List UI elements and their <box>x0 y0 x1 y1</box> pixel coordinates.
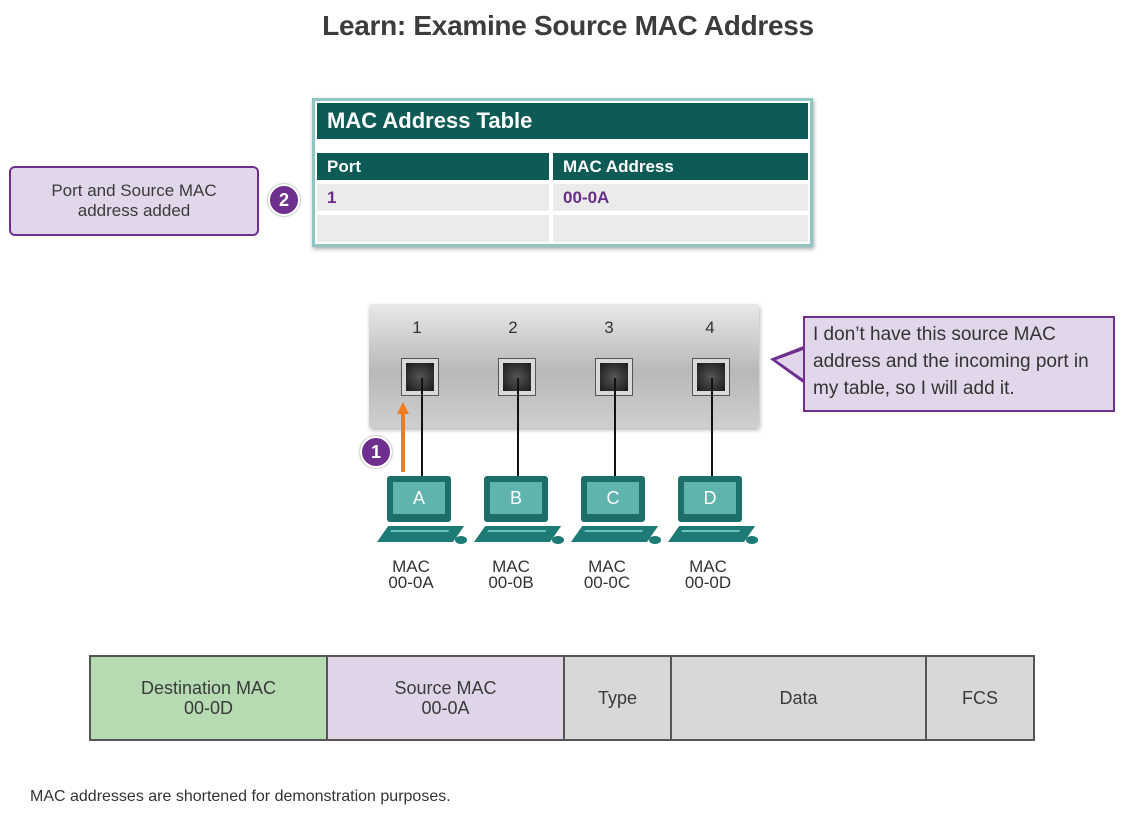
callout-table-update: Port and Source MAC address added <box>9 166 259 236</box>
frame-field-type: Type <box>563 655 672 741</box>
monitor-icon: A <box>387 476 451 522</box>
mac-table-header-mac: MAC Address <box>553 153 808 180</box>
host-name: A <box>393 482 445 514</box>
step-badge-1: 1 <box>360 436 392 468</box>
footnote: MAC addresses are shortened for demonstr… <box>30 788 451 805</box>
mouse-icon <box>746 536 758 544</box>
mouse-icon <box>455 536 467 544</box>
frame-field-data: Data <box>670 655 927 741</box>
mouse-icon <box>552 536 564 544</box>
mac-table-cell-port <box>317 215 549 242</box>
keyboard-icon <box>474 526 562 542</box>
cable-port-1 <box>421 378 423 478</box>
frame-field-fcs: FCS <box>925 655 1035 741</box>
cable-port-4 <box>711 378 713 478</box>
incoming-frame-arrow-icon <box>397 402 409 472</box>
host-pc-c: C <box>571 476 661 556</box>
host-pc-d: D <box>668 476 758 556</box>
switch-port-4 <box>692 358 730 396</box>
switch-port-1 <box>401 358 439 396</box>
port-label-2: 2 <box>508 318 518 337</box>
mac-table-cell-mac: 00-0A <box>553 184 808 211</box>
keyboard-icon <box>377 526 465 542</box>
mouse-icon <box>649 536 661 544</box>
mac-address-table: MAC Address Table Port MAC Address 1 00-… <box>312 98 813 247</box>
switch-port-2 <box>498 358 536 396</box>
host-pc-a: A <box>377 476 467 556</box>
callout-pointer-icon <box>770 345 806 385</box>
callout-switch-thought: I don’t have this source MAC address and… <box>803 316 1115 412</box>
step-badge-2: 2 <box>268 184 300 216</box>
cable-port-3 <box>614 378 616 478</box>
port-label-4: 4 <box>705 318 715 337</box>
host-pc-b: B <box>474 476 564 556</box>
keyboard-icon <box>571 526 659 542</box>
monitor-icon: B <box>484 476 548 522</box>
keyboard-icon <box>668 526 756 542</box>
mac-table-title: MAC Address Table <box>317 103 808 139</box>
port-label-1: 1 <box>412 318 422 337</box>
host-name: C <box>587 482 639 514</box>
callout-table-text: Port and Source MAC address added <box>51 181 217 220</box>
port-label-3: 3 <box>604 318 614 337</box>
mac-table-cell-port: 1 <box>317 184 549 211</box>
host-name: B <box>490 482 542 514</box>
mac-table-cell-mac <box>553 215 808 242</box>
cable-port-2 <box>517 378 519 478</box>
mac-table-header-port: Port <box>317 153 549 180</box>
page-title: Learn: Examine Source MAC Address <box>322 10 814 41</box>
monitor-icon: D <box>678 476 742 522</box>
host-name: D <box>684 482 736 514</box>
monitor-icon: C <box>581 476 645 522</box>
